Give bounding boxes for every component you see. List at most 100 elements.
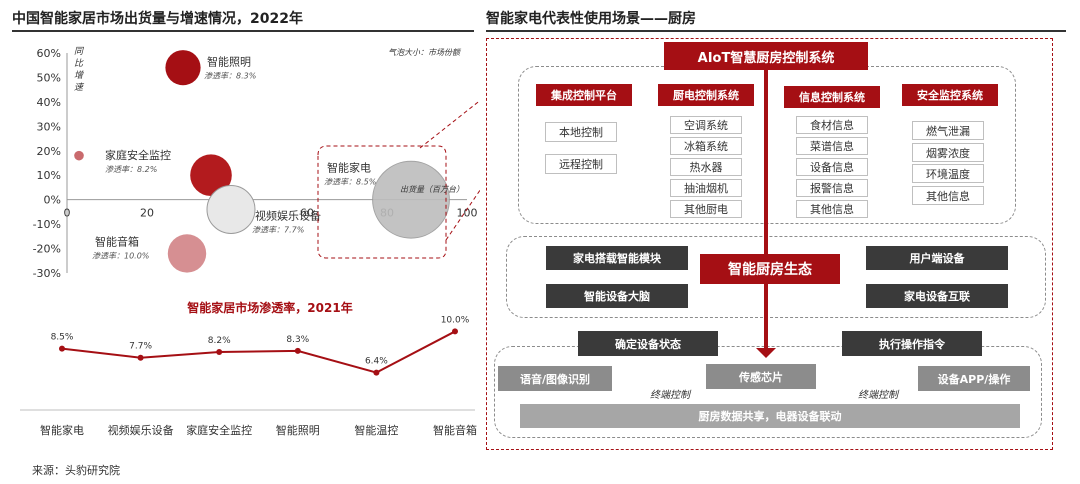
bubble [165,50,201,86]
group-item: 报警信息 [796,179,868,197]
group-item: 热水器 [670,158,742,176]
line-category-label: 智能音箱 [433,423,477,437]
line-data-label: 7.7% [129,342,152,352]
group-item: 设备信息 [796,158,868,176]
y-axis-label: 同比增速 [74,47,84,93]
terminal-control-left: 终端控制 [650,390,690,401]
appliance-callout-box [317,145,447,259]
device-brain-box: 智能设备大脑 [546,284,688,308]
group-header-information: 信息控制系统 [784,86,880,108]
device-app-box: 设备APP/操作 [918,366,1030,391]
terminal-group [494,346,1042,438]
bubble [372,160,450,239]
voice-image-recognition-box: 语音/图像识别 [498,366,612,391]
user-device-box: 用户端设备 [866,246,1008,270]
bubble-rate-label: 渗透率：8.3% [204,72,256,81]
line-data-label: 10.0% [441,315,470,325]
line-point [373,369,380,376]
right-panel-title: 智能家电代表性使用场景——厨房 [486,11,696,27]
left-title-rule [12,30,474,32]
terminal-control-right: 终端控制 [858,390,898,401]
y-tick-label: 60% [37,47,61,60]
x-tick-label: 20 [140,207,154,220]
line-category-label: 家庭安全监控 [186,423,252,437]
group-item: 其他信息 [796,200,868,218]
y-tick-label: 0% [44,194,61,207]
confirm-state-box: 确定设备状态 [578,331,718,356]
group-item: 本地控制 [545,122,617,142]
bubble-chart: 60%50%40%30%20%10%0%-10%-20%-30%02040608… [20,47,480,437]
group-item: 食材信息 [796,116,868,134]
bubble-rate-label: 渗透率：8.2% [105,165,157,174]
bubble-rate-label: 渗透率：8.5% [324,178,376,187]
line-category-label: 视频娱乐设备 [108,423,174,437]
group-item: 燃气泄漏 [912,121,984,140]
y-tick-label: -20% [33,243,61,256]
group-header-integrated-platform: 集成控制平台 [536,84,632,106]
callout-line-bottom [445,189,480,241]
x-axis-label: 出货量（百万台） [400,185,464,194]
penetration-series-line [61,330,456,374]
group-item: 抽油烟机 [670,179,742,197]
group-item: 其他信息 [912,186,984,205]
callout-line-top [419,99,480,149]
y-tick-label: 10% [37,169,61,182]
bubble-rate-label: 渗透率：10.0% [92,251,149,260]
bubble-label: 视频娱乐设备 [255,208,321,222]
line-point [137,354,144,361]
line-point [452,328,458,335]
right-title-rule [486,30,1066,32]
x-tick-label: 0 [64,207,71,220]
group-item: 冰箱系统 [670,137,742,155]
group-header-kitchen-appliance: 厨电控制系统 [658,84,754,106]
bubble [167,234,207,273]
group-header-safety-monitor: 安全监控系统 [902,84,998,106]
sensor-chip-box: 传感芯片 [706,364,816,389]
line-chart-title: 智能家居市场渗透率，2021年 [186,300,352,315]
line-data-label: 8.2% [208,336,231,346]
bubble-rate-label: 渗透率：7.7% [252,225,304,234]
aiot-kitchen-system-title: AIoT智慧厨房控制系统 [664,42,868,70]
execute-command-box: 执行操作指令 [842,331,982,356]
line-point [294,347,301,354]
y-tick-label: 50% [37,71,61,84]
bubble-size-legend: 气泡大小：市场份额 [388,48,460,57]
group-item: 空调系统 [670,116,742,134]
y-tick-label: -10% [33,218,61,231]
y-tick-label: 30% [37,120,61,133]
group-item: 远程控制 [545,154,617,174]
group-item: 其他厨电 [670,200,742,218]
x-tick-label: 60 [300,207,314,220]
y-tick-label: -30% [33,267,61,280]
line-point [59,345,65,352]
line-data-label: 8.5% [51,333,74,343]
y-tick-label: 40% [37,96,61,109]
bubble-label: 智能音箱 [95,234,139,248]
line-category-label: 智能家电 [40,423,84,437]
vertical-trunk-line [764,66,768,348]
group-item: 环境温度 [912,164,984,183]
kitchen-scenario-frame [486,38,1053,450]
bubble-label: 智能照明 [207,55,251,69]
ecosystem-group [506,236,1046,318]
group-item: 烟雾浓度 [912,143,984,162]
bubble [190,154,232,197]
down-arrow-icon [756,348,776,358]
line-category-label: 智能温控 [354,423,398,437]
kitchen-ecosystem-center: 智能厨房生态 [700,254,840,284]
penetration-line-chart: 智能家居市场渗透率，2021年 8.5% 智能家电 7.7% 视频娱乐设备 8.2% 家庭安… [20,300,477,437]
line-data-label: 6.4% [365,357,388,367]
smart-module-box: 家电搭载智能模块 [546,246,688,270]
bubble-label: 家庭安全监控 [105,148,171,162]
line-category-label: 智能照明 [276,423,320,437]
data-sharing-bar: 厨房数据共享，电器设备联动 [520,404,1020,428]
left-panel-title: 中国智能家居市场出货量与增速情况，2022年 [12,11,303,27]
line-point [216,349,223,355]
y-tick-label: 20% [37,145,61,158]
bubble [206,184,256,234]
bubble [74,150,84,161]
source-note: 来源：头豹研究院 [32,464,120,477]
line-data-label: 8.3% [286,335,309,345]
